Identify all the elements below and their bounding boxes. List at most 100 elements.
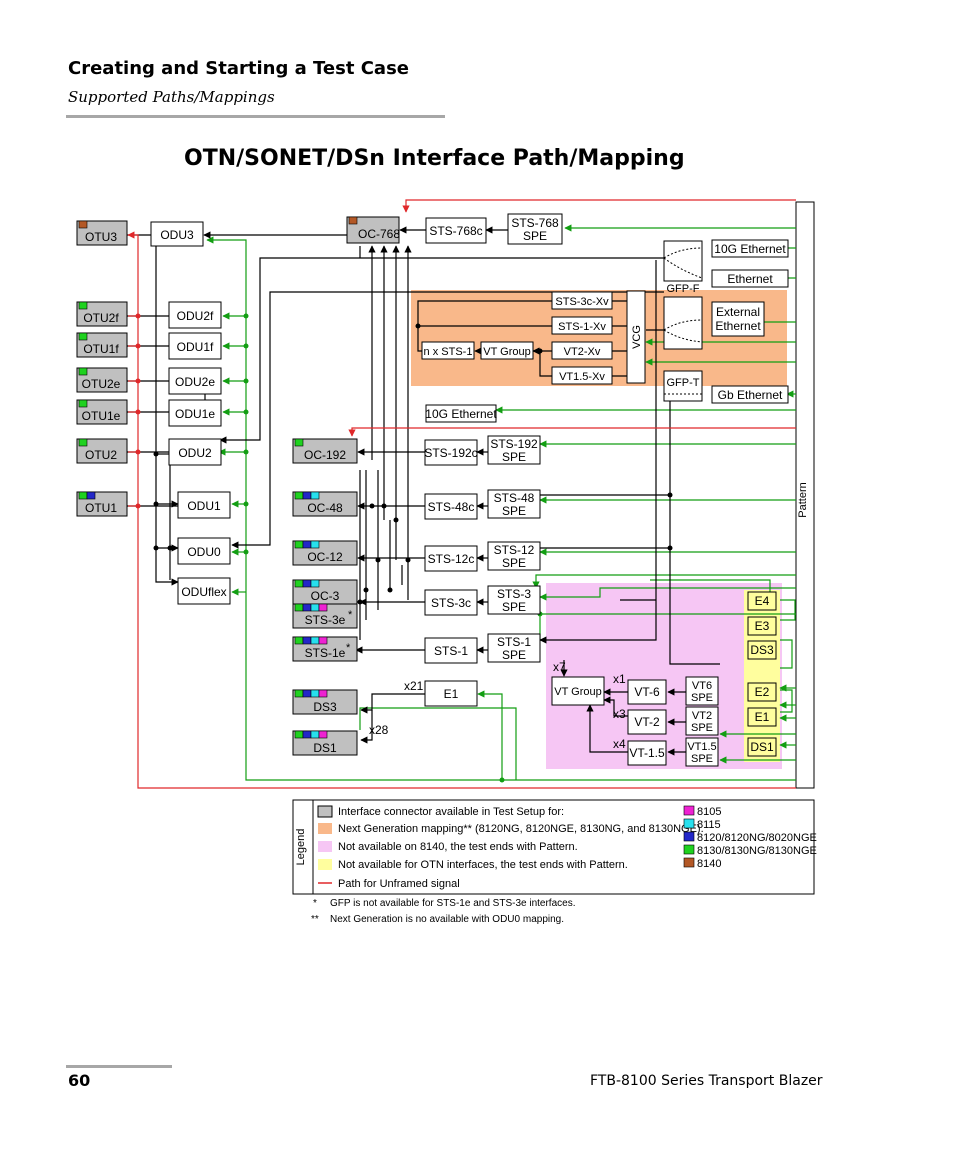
legend-swatch-grey bbox=[317, 805, 333, 818]
svg-text:STS-1e: STS-1e bbox=[305, 646, 346, 660]
legend-item-5: Path for Unframed signal bbox=[338, 878, 460, 890]
ds3y-label: DS3 bbox=[750, 643, 774, 657]
figure-title: OTN/SONET/DSn Interface Path/Mapping bbox=[184, 146, 685, 171]
vt15spe-label-1: VT1.5 bbox=[687, 741, 716, 753]
e3-label: E3 bbox=[755, 619, 770, 633]
svg-text:OTU2: OTU2 bbox=[85, 448, 117, 462]
unframed-path bbox=[127, 199, 796, 789]
sts12spe-label-2: SPE bbox=[502, 556, 526, 570]
svg-text:STS-3e: STS-3e bbox=[305, 613, 346, 627]
vt2spe-label-2: SPE bbox=[691, 722, 713, 734]
odu2-label: ODU2 bbox=[178, 446, 212, 460]
footnote-1: GFP is not available for STS-1e and STS-… bbox=[330, 898, 576, 909]
odu3-label: ODU3 bbox=[160, 228, 194, 242]
ds1-connector: DS1 bbox=[292, 730, 358, 756]
red-dots bbox=[135, 313, 141, 509]
otu1-connector: OTU1 bbox=[76, 491, 128, 517]
sts3e-connector: STS-3e* bbox=[292, 603, 358, 629]
gbeth-label: Gb Ethernet bbox=[718, 388, 783, 402]
oc768-connector: OC-768 bbox=[346, 216, 400, 244]
x1-label: x1 bbox=[613, 672, 626, 686]
sonet-connectors: OC-768 OC-192 OC-48 OC-12 OC-3 STS-3e* S… bbox=[292, 216, 400, 756]
green-dots bbox=[243, 313, 543, 783]
vt15-label: VT-1.5 bbox=[629, 746, 665, 760]
e1y-label: E1 bbox=[755, 710, 770, 724]
sts3cxv-label: STS-3c-Xv bbox=[555, 296, 609, 308]
sts12spe-label-1: STS-12 bbox=[494, 543, 535, 557]
sts192spe-label-1: STS-192 bbox=[490, 437, 538, 451]
otu3-connector: OTU3 bbox=[76, 220, 128, 246]
odu2e-label: ODU2e bbox=[175, 375, 215, 389]
x4-label: x4 bbox=[613, 737, 626, 751]
yellow-boxes bbox=[747, 591, 777, 757]
vt6spe-label-2: SPE bbox=[691, 692, 713, 704]
oc12-connector: OC-12 bbox=[292, 540, 358, 566]
svg-text:OTU2f: OTU2f bbox=[83, 311, 119, 325]
sts48c-label: STS-48c bbox=[428, 500, 475, 514]
sts1e-connector: STS-1e* bbox=[292, 636, 358, 662]
ethernet-boxes bbox=[425, 239, 789, 423]
odu0-label: ODU0 bbox=[187, 545, 221, 559]
sts3c-label: STS-3c bbox=[431, 596, 471, 610]
svg-text:OC-768: OC-768 bbox=[358, 227, 400, 241]
legend-model-4: 8130/8130NG/8130NGE bbox=[697, 845, 817, 857]
otu2e-connector: OTU2e bbox=[76, 367, 128, 393]
svg-text:*: * bbox=[346, 642, 351, 654]
legend-model-3: 8120/8120NG/8020NGE bbox=[697, 832, 817, 844]
vt-boxes bbox=[551, 676, 719, 767]
svg-text:DS3: DS3 bbox=[313, 700, 337, 714]
header-rule bbox=[66, 115, 445, 118]
legend-model-5: 8140 bbox=[697, 858, 721, 870]
pattern-label: Pattern bbox=[797, 482, 809, 517]
page-number: 60 bbox=[68, 1071, 91, 1090]
e4-label: E4 bbox=[755, 594, 770, 608]
junction-dots bbox=[153, 323, 673, 605]
x7-label: x7 bbox=[553, 660, 566, 674]
footer-rule bbox=[66, 1065, 172, 1068]
vtgroup-ng-label: VT Group bbox=[483, 346, 531, 358]
eth10g-label: 10G Ethernet bbox=[714, 242, 786, 256]
otu1f-connector: OTU1f bbox=[76, 332, 128, 358]
svg-text:*: * bbox=[348, 609, 353, 621]
odu2f-label: ODU2f bbox=[177, 309, 214, 323]
x3-label: x3 bbox=[613, 707, 626, 721]
e1-label: E1 bbox=[444, 687, 459, 701]
legend-item-2: Next Generation mapping** (8120NG, 8120N… bbox=[338, 823, 704, 835]
legend-swatch-pink bbox=[318, 841, 332, 852]
x21-label: x21 bbox=[404, 679, 424, 693]
section-title: Creating and Starting a Test Case bbox=[68, 58, 409, 79]
svg-text:OTU2e: OTU2e bbox=[82, 377, 121, 391]
svg-text:OC-48: OC-48 bbox=[307, 501, 343, 515]
vt15spe-label-2: SPE bbox=[691, 753, 713, 765]
odu1e-label: ODU1e bbox=[175, 407, 215, 421]
svg-text:OC-3: OC-3 bbox=[311, 589, 340, 603]
vcg-label: VCG bbox=[631, 325, 643, 349]
vt2spe-label-1: VT2 bbox=[692, 710, 712, 722]
sts1-label: STS-1 bbox=[434, 644, 468, 658]
not-for-otn-region bbox=[744, 590, 780, 762]
legend: Legend Interface connector available in … bbox=[292, 799, 817, 895]
e2-label: E2 bbox=[755, 685, 770, 699]
ext-eth-label-2: Ethernet bbox=[715, 319, 761, 333]
legend-swatch-yellow bbox=[318, 859, 332, 870]
odu1f-label: ODU1f bbox=[177, 340, 214, 354]
legend-item-3: Not available on 8140, the test ends wit… bbox=[338, 841, 578, 853]
sts192c-label: STS-192c bbox=[424, 446, 477, 460]
vt6-label: VT-6 bbox=[634, 685, 660, 699]
svg-text:OTU3: OTU3 bbox=[85, 230, 117, 244]
x28-label: x28 bbox=[369, 723, 389, 737]
gfpt-label: GFP-T bbox=[667, 377, 700, 389]
oc48-connector: OC-48 bbox=[292, 491, 358, 517]
sts768c-label: STS-768c bbox=[429, 224, 482, 238]
sts1spe-label-1: STS-1 bbox=[497, 635, 531, 649]
otu2-connector: OTU2 bbox=[76, 438, 128, 464]
legend-item-4: Not available for OTN interfaces, the te… bbox=[338, 859, 628, 871]
sts-boxes bbox=[424, 213, 563, 707]
vtgroup-label: VT Group bbox=[554, 686, 602, 698]
sts3spe-label-1: STS-3 bbox=[497, 587, 531, 601]
legend-swatch-orange bbox=[318, 823, 332, 834]
ds1y-label: DS1 bbox=[750, 740, 774, 754]
sts12c-label: STS-12c bbox=[428, 552, 475, 566]
nxsts1-label: n x STS-1 bbox=[424, 346, 473, 358]
